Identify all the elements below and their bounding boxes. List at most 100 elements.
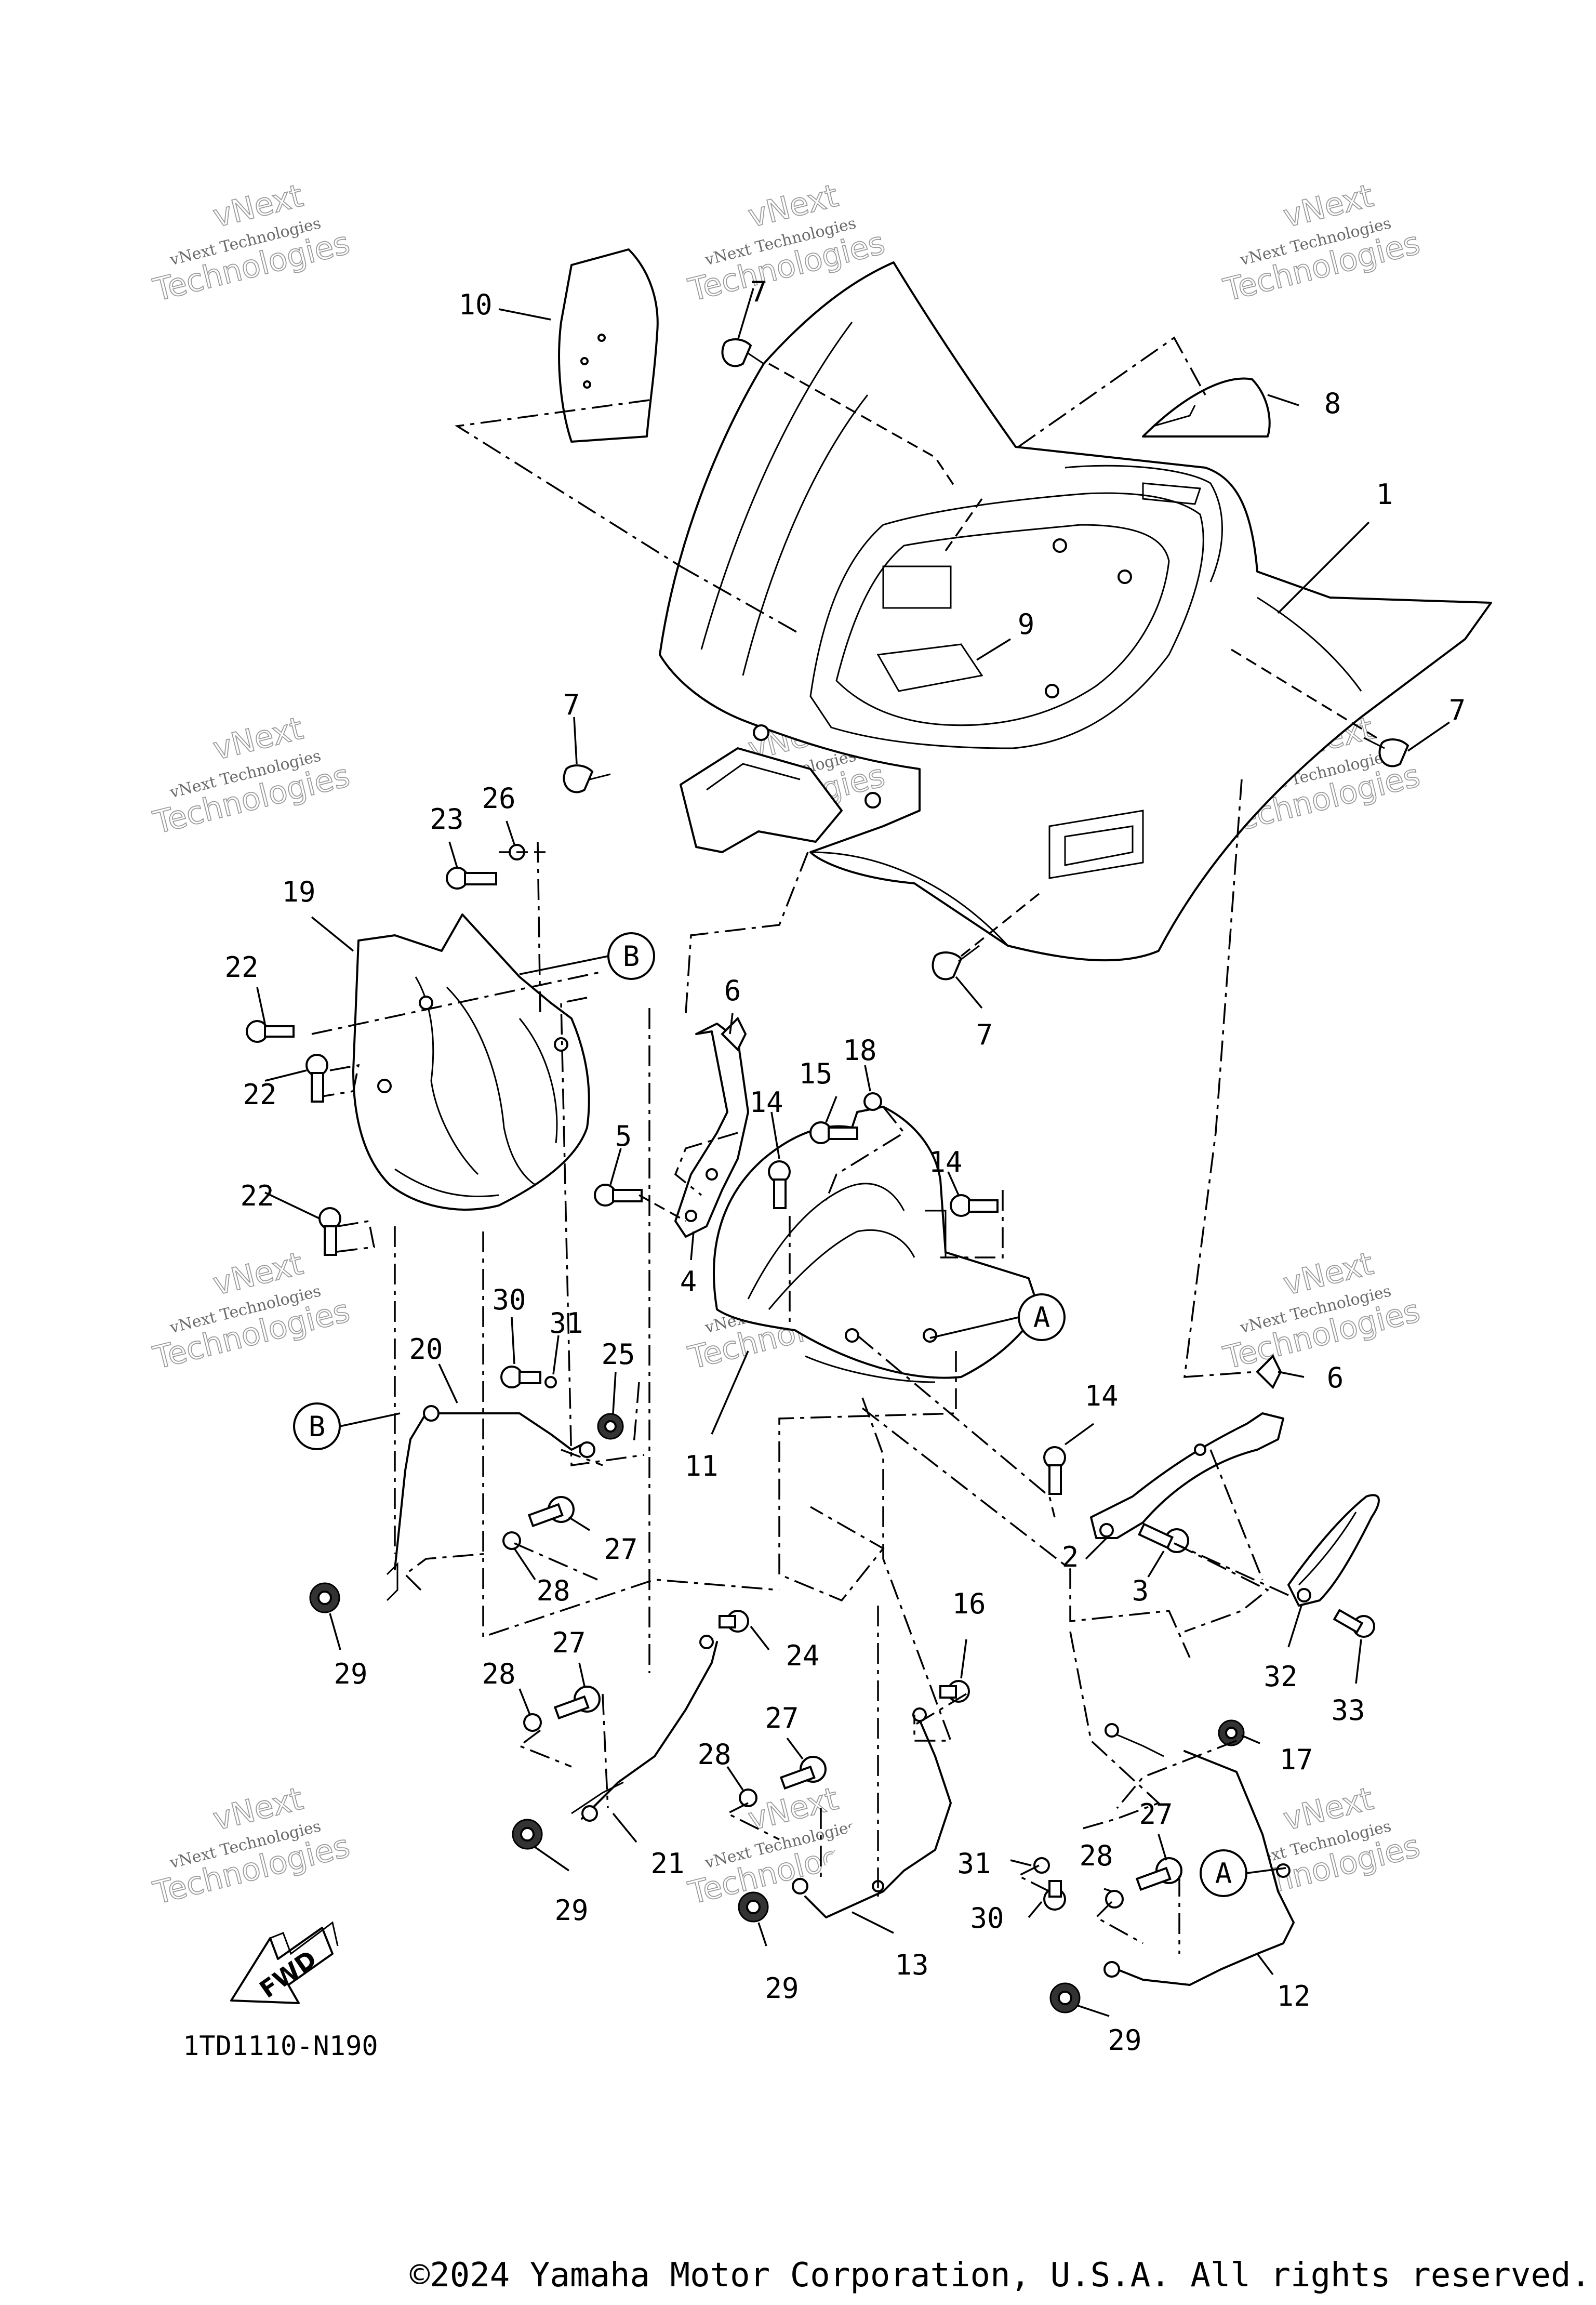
- callout-26: 26: [482, 782, 515, 815]
- clip-part-7-d: [932, 945, 980, 981]
- stay-part-12: [1103, 1723, 1295, 1986]
- grommet-part-16: [939, 1680, 970, 1703]
- callout-24: 24: [786, 1639, 819, 1672]
- callout-29-b: 29: [554, 1894, 588, 1927]
- bolt-part-30-b: [1043, 1880, 1066, 1911]
- callout-22-c: 22: [240, 1180, 274, 1212]
- washer-part-28-b: [523, 1713, 542, 1732]
- callout-4: 4: [680, 1265, 697, 1298]
- callout-29-a: 29: [334, 1658, 367, 1690]
- screw-part-14-a: [768, 1160, 791, 1209]
- callout-21: 21: [650, 1847, 684, 1880]
- callout-11: 11: [684, 1450, 718, 1482]
- callout-1: 1: [1376, 478, 1393, 511]
- callout-6-b: 6: [1327, 1361, 1344, 1394]
- callout-31-a: 31: [549, 1307, 583, 1340]
- callout-23: 23: [430, 803, 463, 836]
- collar-part-31-b: [1033, 1857, 1050, 1874]
- marker-b-lower-label: B: [309, 1410, 326, 1443]
- callout-14-c: 14: [1084, 1380, 1118, 1412]
- callout-16: 16: [952, 1587, 986, 1620]
- callout-20: 20: [409, 1333, 443, 1366]
- marker-b-lower: B: [293, 1402, 341, 1450]
- callout-28-b: 28: [482, 1658, 515, 1690]
- washer-part-18: [863, 1092, 882, 1111]
- callout-18: 18: [843, 1034, 876, 1067]
- stay-part-21: [571, 1635, 718, 1822]
- callout-29-d: 29: [1108, 2024, 1141, 2057]
- nut-part-17: [1218, 1719, 1245, 1746]
- collar-part-31-a: [544, 1376, 557, 1388]
- washer-part-28-c: [739, 1789, 757, 1807]
- callout-12: 12: [1276, 1980, 1310, 2012]
- leader-lines: [256, 288, 1450, 2017]
- callout-27-c: 27: [765, 1702, 799, 1734]
- callout-2: 2: [1062, 1541, 1079, 1573]
- callout-7-d: 7: [976, 1018, 993, 1051]
- copyright-notice: ©2024 Yamaha Motor Corporation, U.S.A. A…: [410, 2256, 1591, 2295]
- callout-28-c: 28: [697, 1738, 731, 1771]
- bolt-part-27-d: [1135, 1857, 1182, 1891]
- screw-part-22-c: [318, 1207, 341, 1256]
- callout-27-d: 27: [1139, 1798, 1173, 1831]
- callout-32: 32: [1264, 1660, 1297, 1693]
- callout-28-a: 28: [536, 1574, 570, 1607]
- callout-22-b: 22: [243, 1078, 276, 1111]
- callout-27-b: 27: [552, 1626, 586, 1659]
- bracket-part-4: [674, 1023, 749, 1238]
- callout-17: 17: [1279, 1743, 1313, 1776]
- callout-3: 3: [1132, 1574, 1149, 1607]
- forward-direction-arrow: FWD: [230, 1921, 339, 2004]
- callout-labels: 1 2 3 4 5 6 6 7 7 7 7 8 9 10 11 12 13 14…: [224, 275, 1466, 2057]
- plate-part-10: [558, 248, 659, 443]
- marker-a-upper-label: A: [1033, 1301, 1050, 1334]
- stay-part-20: [386, 1405, 595, 1601]
- bracket-part-2: [1090, 1412, 1284, 1539]
- mudguard-part-11: [713, 1106, 1040, 1383]
- diagram-reference-code: 1TD1110-N190: [183, 2031, 378, 2062]
- callout-14-b: 14: [928, 1146, 962, 1178]
- fender-part-1: [659, 261, 1492, 962]
- callout-15: 15: [799, 1057, 832, 1090]
- bolt-part-27-c: [779, 1756, 827, 1790]
- marker-a-lower: A: [1200, 1849, 1247, 1897]
- fender-flap-left: [680, 747, 843, 853]
- callout-7-c: 7: [1449, 694, 1466, 726]
- marker-b-upper-label: B: [623, 940, 640, 973]
- bracket-part-32: [1287, 1494, 1380, 1607]
- screw-part-14-b: [950, 1194, 999, 1217]
- bolt-part-3: [1138, 1522, 1189, 1553]
- clip-part-7-b: [563, 764, 611, 793]
- nut-part-29-d: [1049, 1982, 1081, 2013]
- callout-9: 9: [1018, 608, 1035, 641]
- callout-10: 10: [458, 288, 492, 321]
- screw-part-22-b: [305, 1054, 328, 1103]
- grommet-part-24: [719, 1610, 749, 1633]
- callout-14-a: 14: [749, 1086, 783, 1119]
- clip-part-6-a: [721, 1016, 747, 1052]
- callout-28-d: 28: [1079, 1839, 1113, 1872]
- bolt-part-23: [446, 867, 497, 890]
- callout-30-b: 30: [970, 1902, 1004, 1935]
- callout-29-c: 29: [765, 1972, 799, 2005]
- callout-30-a: 30: [492, 1283, 526, 1316]
- marker-a-lower-label: A: [1215, 1857, 1232, 1890]
- callout-31-b: 31: [957, 1847, 991, 1880]
- callout-27-a: 27: [604, 1533, 637, 1566]
- callout-8: 8: [1324, 387, 1341, 420]
- callout-5: 5: [615, 1120, 632, 1152]
- stay-part-13: [792, 1707, 952, 1918]
- nut-part-29-c: [738, 1891, 769, 1923]
- bolt-part-27-b: [553, 1686, 601, 1720]
- callout-13: 13: [895, 1949, 928, 1981]
- bolt-part-30-a: [500, 1366, 541, 1388]
- assembly-lines: [311, 336, 1377, 1954]
- clip-part-7-c: [1363, 737, 1409, 767]
- nut-part-29-b: [512, 1819, 543, 1850]
- callout-7-b: 7: [563, 688, 580, 721]
